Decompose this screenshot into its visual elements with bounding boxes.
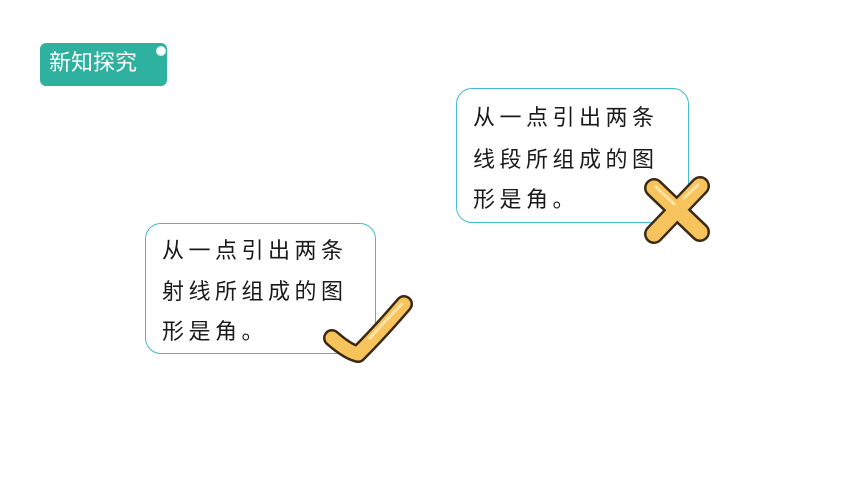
statement-card-wrong: 从一点引出两条 线段所组成的图 形是角。 [456,88,689,223]
statement-line: 形是角。 [162,320,269,345]
section-tag: 新知探究 [40,43,167,86]
check-icon [323,295,413,363]
dot-decoration-icon [156,46,166,56]
cross-icon [644,176,710,244]
statement-line: 射线所组成的图 [162,280,348,305]
section-tag-label: 新知探究 [49,51,138,76]
statement-line: 形是角。 [473,188,580,213]
statement-line: 从一点引出两条 [162,239,348,264]
statement-line: 线段所组成的图 [473,148,659,173]
statement-line: 从一点引出两条 [473,106,659,131]
